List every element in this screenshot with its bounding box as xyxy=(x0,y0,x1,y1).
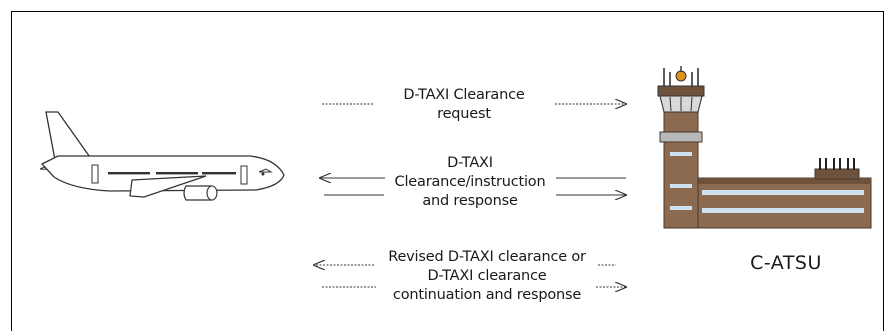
message-revised-line: Revised D-TAXI clearance or xyxy=(388,249,586,265)
message-revised-line: continuation and response xyxy=(392,287,582,303)
message-request-line: request xyxy=(437,106,491,122)
diagram-frame xyxy=(11,11,884,331)
building-windows xyxy=(702,190,864,213)
arrow-instruction xyxy=(320,178,626,195)
diagram-canvas xyxy=(39,66,872,320)
message-instruction-label: D-TAXI Clearance/instruction and respons… xyxy=(386,154,554,211)
control-tower-icon xyxy=(657,66,872,229)
aircraft-icon xyxy=(39,111,285,201)
message-instruction-line: and response xyxy=(422,193,518,209)
message-request-line: D-TAXI Clearance xyxy=(403,87,525,103)
arrow-revised xyxy=(314,265,626,287)
window-row xyxy=(108,172,236,175)
message-revised-label: Revised D-TAXI clearance or D-TAXI clear… xyxy=(377,248,597,305)
message-request-label: D-TAXI Clearance request xyxy=(376,86,552,124)
message-instruction-line: D-TAXI xyxy=(447,155,493,171)
message-instruction-line: Clearance/instruction xyxy=(394,174,546,190)
message-revised-line: D-TAXI clearance xyxy=(427,268,547,284)
atsu-label: C-ATSU xyxy=(750,252,822,274)
